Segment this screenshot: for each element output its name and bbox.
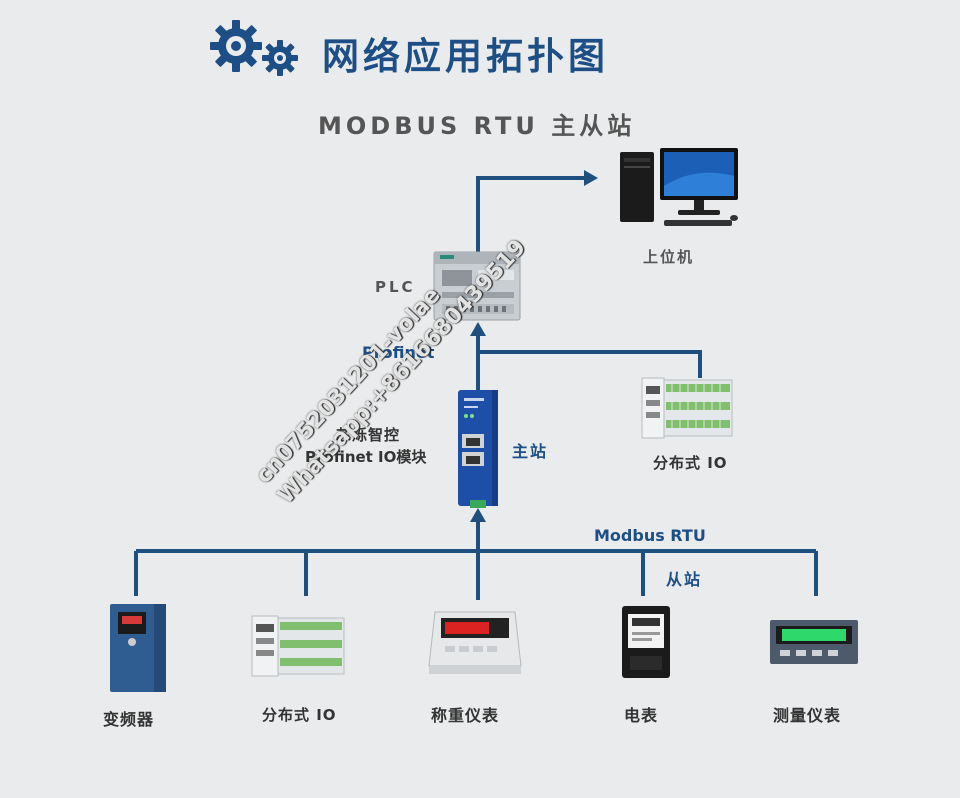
gateway-name-line2: Profinet IO模块: [305, 448, 427, 466]
measuring-instrument-image: [770, 620, 858, 664]
gateway-module-image: [458, 390, 498, 508]
profinet-label: Profinet: [362, 343, 435, 362]
host-pc-image: [620, 148, 738, 226]
weighing-indicator-image: [428, 611, 522, 674]
distributed-io-top-label: 分布式 IO: [653, 454, 728, 472]
distributed-io-top-image: [641, 377, 733, 439]
electric-meter-image: [622, 606, 670, 678]
host-pc-label: 上位机: [643, 248, 695, 266]
master-station-label: 主站: [512, 442, 549, 461]
inverter-image: [110, 604, 166, 692]
slave-station-label: 从站: [666, 570, 703, 589]
slave-label: 分布式 IO: [262, 706, 337, 724]
plc-image: [433, 251, 521, 321]
distributed-io-slave-image: [251, 615, 345, 677]
page-title: 网络应用拓扑图: [322, 35, 609, 78]
modbus-rtu-label: Modbus RTU: [594, 526, 706, 545]
slave-label: 称重仪表: [431, 706, 500, 725]
slave-label: 电表: [624, 706, 659, 725]
slave-label: 测量仪表: [773, 706, 842, 725]
slave-label: 变频器: [103, 710, 155, 729]
gears-icon: [210, 20, 298, 76]
page-subtitle: MODBUS RTU 主从站: [318, 112, 636, 140]
plc-label: PLC: [375, 278, 416, 296]
gateway-name-line1: 芯烁智控: [336, 426, 401, 444]
